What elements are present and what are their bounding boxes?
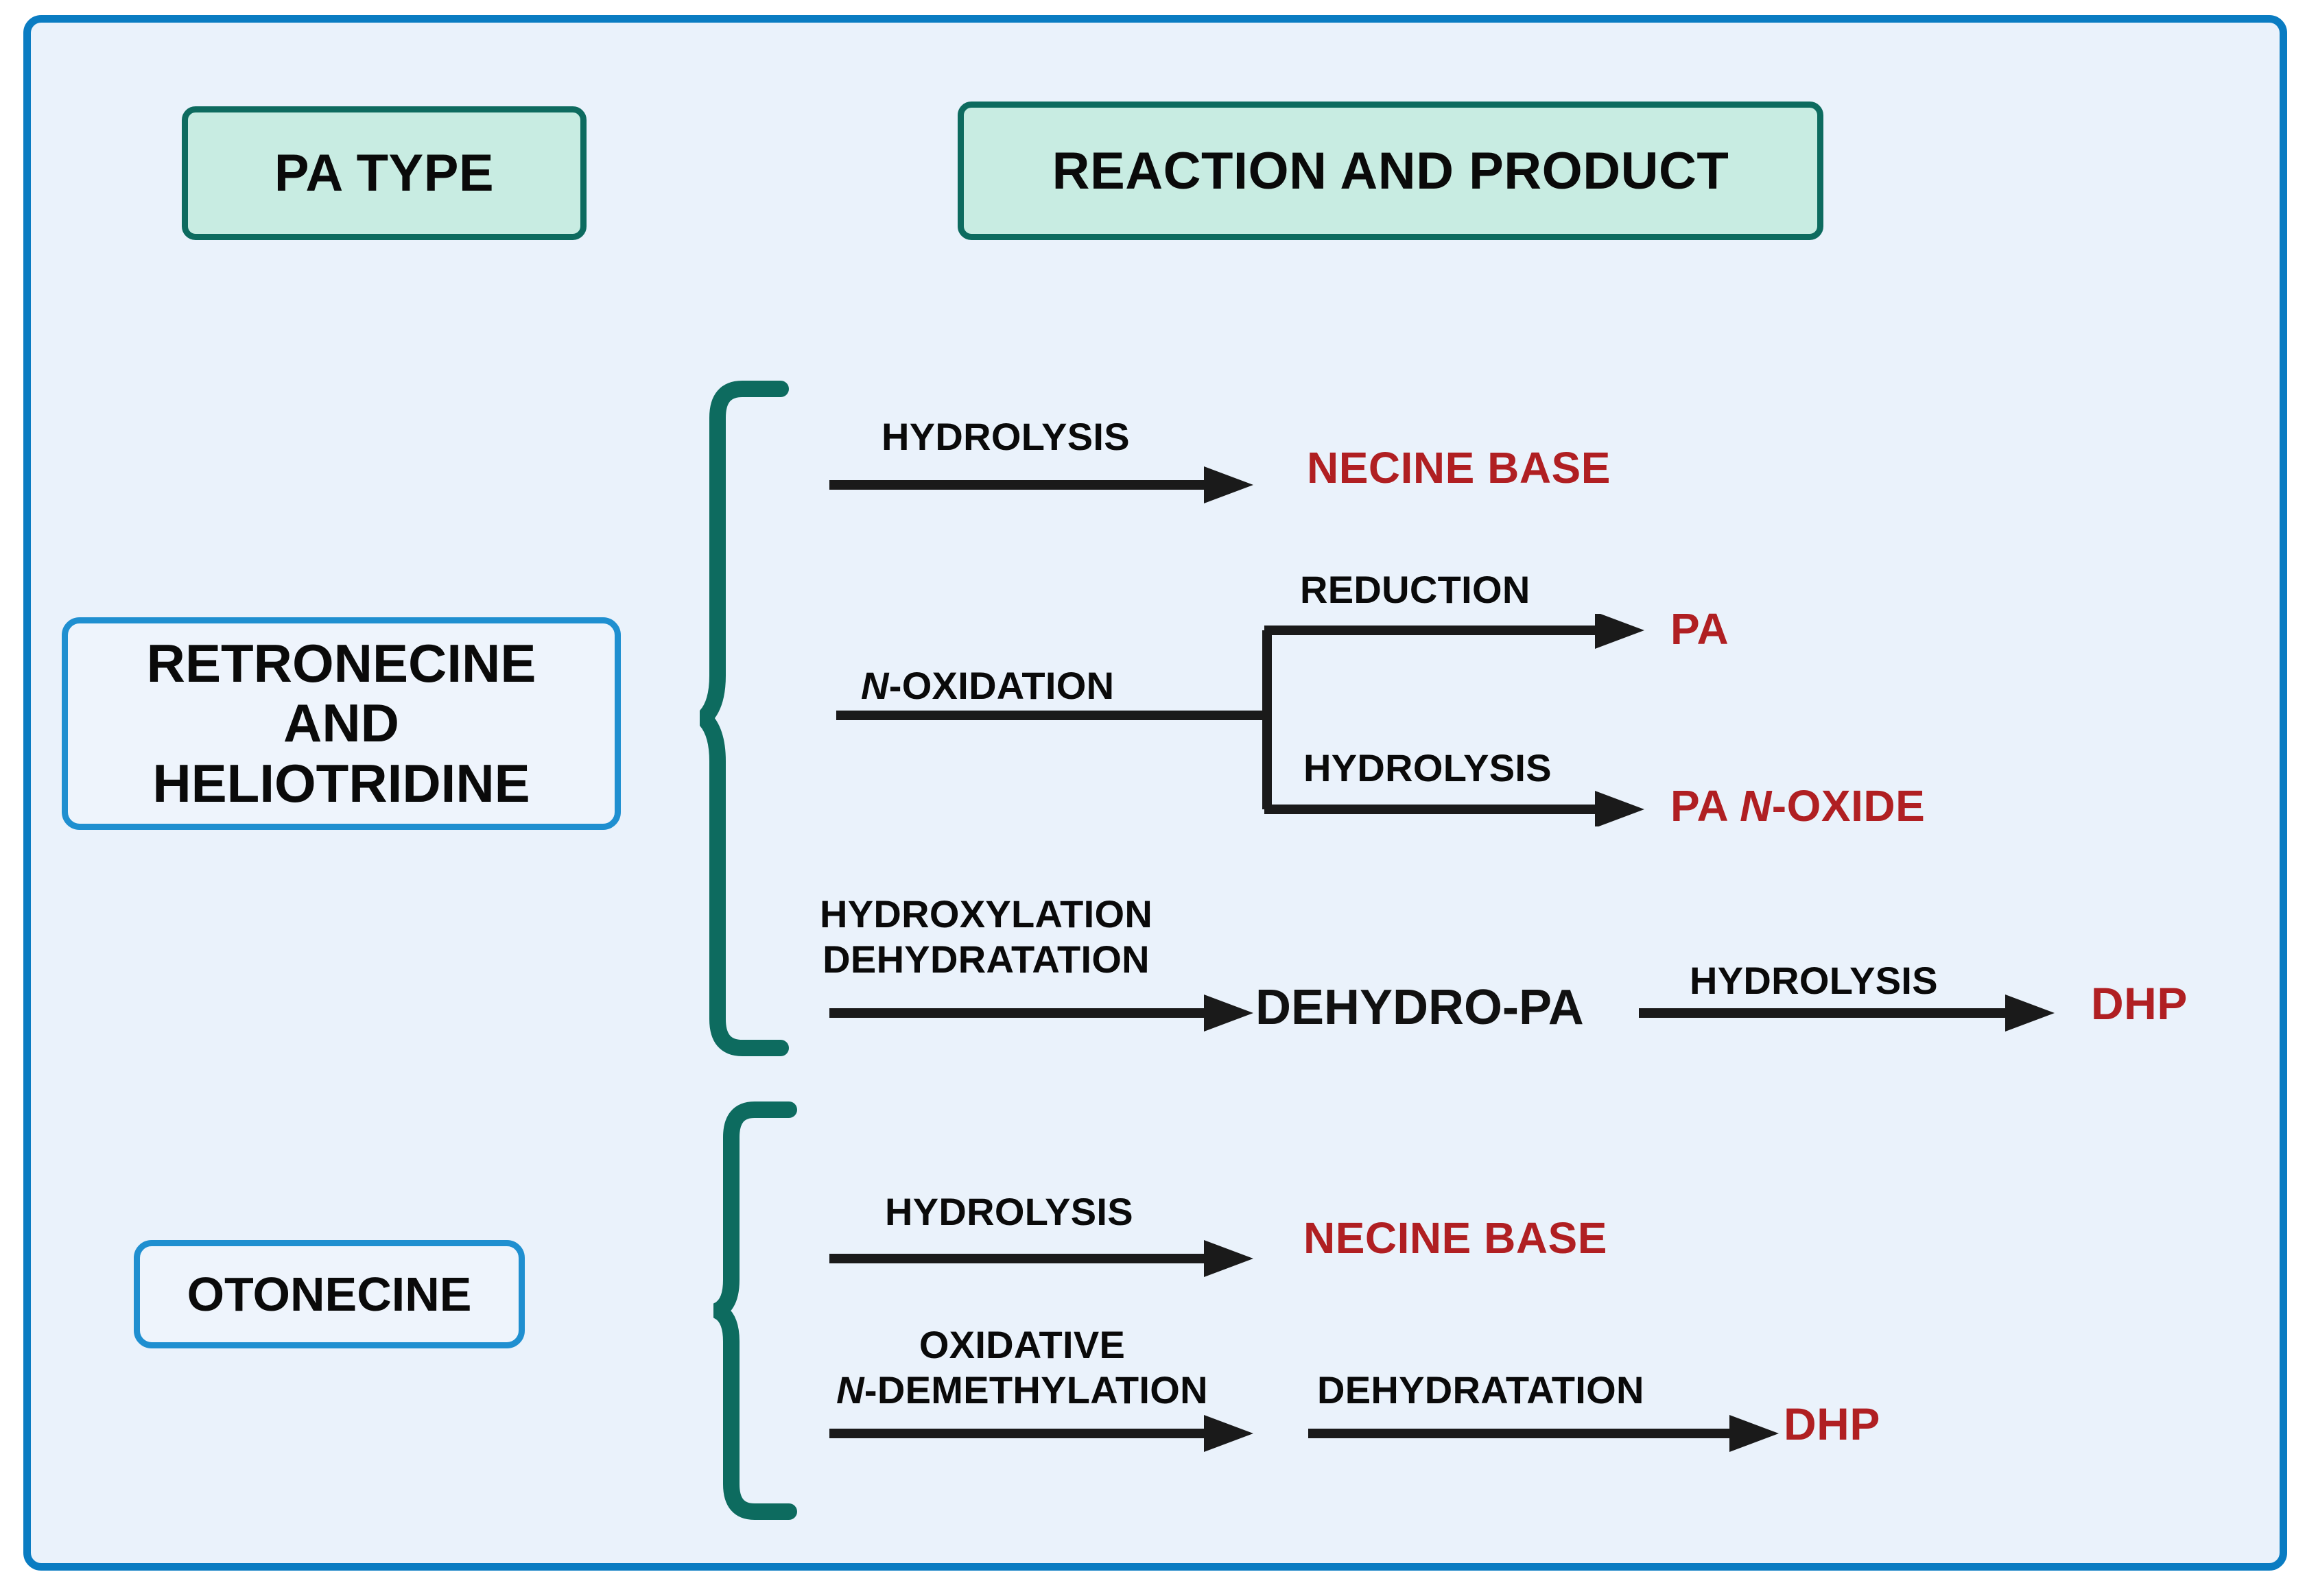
product-necine-base-o1: NECINE BASE — [1303, 1213, 1607, 1263]
right-arrow-icon-r1 — [829, 466, 1253, 503]
reaction-label-n-oxidation: N-OXIDATION — [861, 664, 1115, 707]
pa-type-box-otonecine: OTONECINE — [134, 1240, 525, 1348]
header-reaction-and-product-label: REACTION AND PRODUCT — [1052, 141, 1729, 200]
pa-type-otonecine-label: OTONECINE — [187, 1267, 472, 1321]
reaction-label-hydrolysis-r1: HYDROLYSIS — [882, 415, 1130, 458]
reaction-label-reduction: REDUCTION — [1300, 568, 1530, 611]
product-dhp-o2: DHP — [1784, 1398, 1880, 1449]
right-arrow-icon-r3a — [829, 994, 1253, 1032]
italic-n-glyph-oxide: N — [1740, 781, 1772, 831]
product-necine-base-r1: NECINE BASE — [1307, 443, 1611, 492]
reaction-label-hydrolysis-r2: HYDROLYSIS — [1303, 746, 1552, 789]
intermediate-dehydro-pa: DEHYDRO-PA — [1255, 980, 1584, 1035]
italic-n-glyph: N — [861, 664, 889, 707]
italic-n-glyph-demethyl: N — [836, 1368, 864, 1412]
curly-brace-icon-otonecine — [713, 1101, 797, 1520]
right-arrow-icon-r3b — [1639, 994, 2055, 1032]
product-pa-n-oxide: PA N-OXIDE — [1670, 781, 1926, 831]
product-dhp-r3: DHP — [2091, 978, 2188, 1029]
right-arrow-icon-o2b — [1308, 1415, 1779, 1452]
header-reaction-and-product: REACTION AND PRODUCT — [958, 102, 1823, 240]
reaction-label-hydrolysis-r3: HYDROLYSIS — [1690, 959, 1938, 1002]
right-arrow-icon-o1 — [829, 1240, 1253, 1277]
reaction-label-hydrolysis-o1: HYDROLYSIS — [885, 1190, 1133, 1233]
header-pa-type: PA TYPE — [182, 106, 587, 240]
branch-arrows-n-oxidation — [836, 614, 1644, 826]
reaction-label-dehydratation-o2: DEHYDRATATION — [1317, 1368, 1644, 1412]
header-pa-type-label: PA TYPE — [274, 144, 495, 202]
right-arrow-icon-o2a — [829, 1415, 1253, 1452]
product-pa: PA — [1670, 604, 1729, 654]
curly-brace-icon-retronecine — [700, 381, 789, 1056]
